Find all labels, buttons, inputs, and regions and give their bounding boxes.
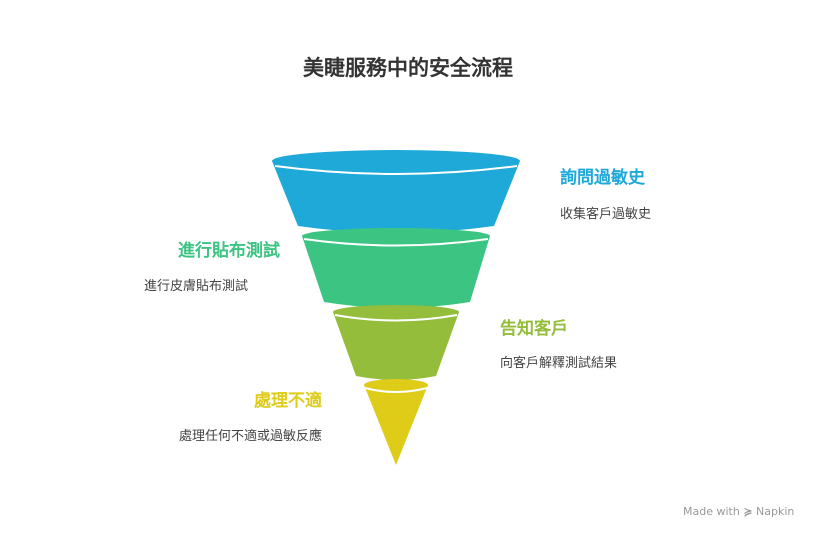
stage-3-label: 告知客戶 [500, 319, 568, 339]
stage-4-label: 處理不適 [254, 391, 322, 411]
funnel-segment-2 [302, 228, 490, 308]
stage-1-description: 收集客戶過敏史 [560, 207, 652, 222]
stage-2-label: 進行貼布測試 [178, 241, 280, 261]
stage-1-label: 詢問過敏史 [560, 168, 645, 188]
napkin-branding[interactable]: Made with ≽ Napkin [683, 505, 794, 518]
funnel-segment-3 [333, 305, 459, 380]
funnel-segment-1 [272, 150, 520, 233]
stage-4-description: 處理任何不適或過敏反應 [178, 429, 322, 444]
stage-2-description: 進行皮膚貼布測試 [144, 279, 249, 294]
funnel-segment-4 [364, 379, 428, 465]
diagram-title: 美睫服務中的安全流程 [303, 56, 513, 80]
napkin-name: Napkin [756, 505, 795, 518]
napkin-logo-icon: ≽ [743, 505, 753, 518]
stage-3-description: 向客戶解釋測試結果 [500, 356, 618, 371]
made-with-text: Made with [683, 505, 740, 518]
